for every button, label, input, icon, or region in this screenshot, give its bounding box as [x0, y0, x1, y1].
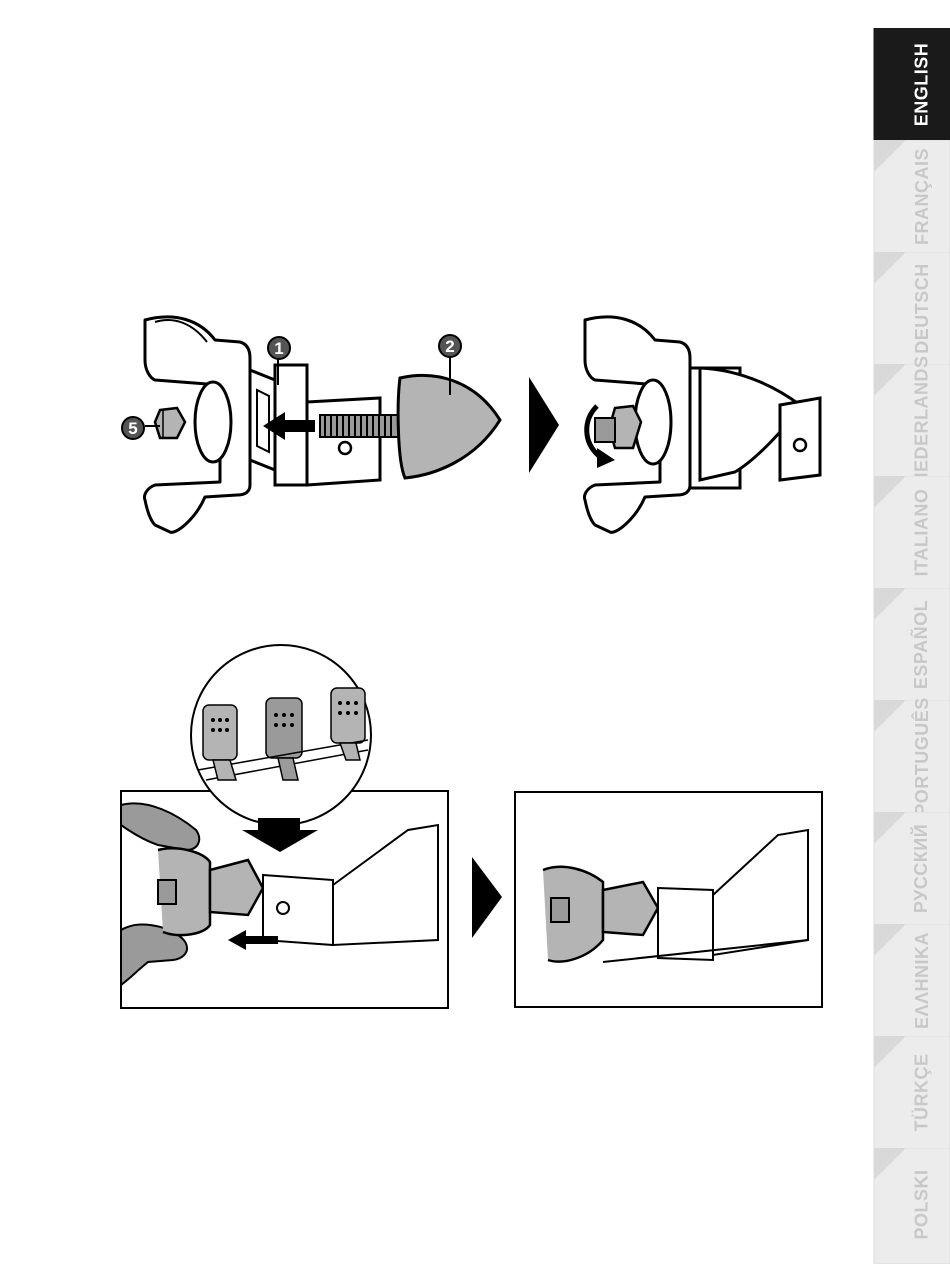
tab-italiano[interactable]: ITALIANO	[866, 476, 950, 588]
tab-deutsch[interactable]: DEUTSCH	[866, 252, 950, 364]
tab-label: NEDERLANDS	[912, 355, 933, 485]
tab-francais[interactable]: FRANÇAIS	[866, 140, 950, 252]
tab-turkce[interactable]: TÜRKÇE	[866, 1036, 950, 1148]
tab-label: DEUTSCH	[912, 263, 933, 354]
tab-label: ΕΛΛΗΝΙΚΑ	[912, 931, 933, 1028]
tab-label: FRANÇAIS	[912, 148, 933, 245]
pedal-mount-illustration	[118, 640, 453, 1012]
tab-label: ENGLISH	[912, 42, 933, 126]
clamp-assembly-illustration: 1 2 5	[115, 310, 535, 545]
callout-1: 1	[268, 337, 290, 359]
tab-label: POLSKI	[912, 1169, 933, 1239]
step-arrow-icon	[468, 855, 508, 940]
tab-ellinika[interactable]: ΕΛΛΗΝΙΚΑ	[866, 924, 950, 1036]
tab-espanol[interactable]: ESPAÑOL	[866, 588, 950, 700]
tab-label: TÜRKÇE	[912, 1053, 933, 1131]
tab-polski[interactable]: POLSKI	[866, 1148, 950, 1260]
tab-label: PORTUGUÊS	[912, 697, 933, 816]
pedal-mounted-illustration	[513, 790, 825, 1010]
tab-russkiy[interactable]: РУССКИЙ	[866, 812, 950, 924]
tab-nederlands[interactable]: NEDERLANDS	[866, 364, 950, 476]
callout-label: 2	[445, 337, 454, 356]
callout-2: 2	[439, 335, 461, 357]
tab-english[interactable]: ENGLISH	[866, 28, 950, 140]
callout-5: 5	[122, 417, 144, 439]
tab-label: ESPAÑOL	[912, 599, 933, 688]
step-arrow-icon	[525, 375, 565, 475]
tab-portugues[interactable]: PORTUGUÊS	[866, 700, 950, 812]
tab-label: ITALIANO	[912, 488, 933, 576]
callout-label: 5	[128, 419, 137, 438]
assembled-clamp-illustration	[575, 310, 835, 545]
callout-label: 1	[274, 339, 283, 358]
language-tabs: ENGLISH FRANÇAIS DEUTSCH NEDERLANDS ITAL…	[866, 28, 950, 1264]
tab-label: РУССКИЙ	[912, 823, 933, 912]
